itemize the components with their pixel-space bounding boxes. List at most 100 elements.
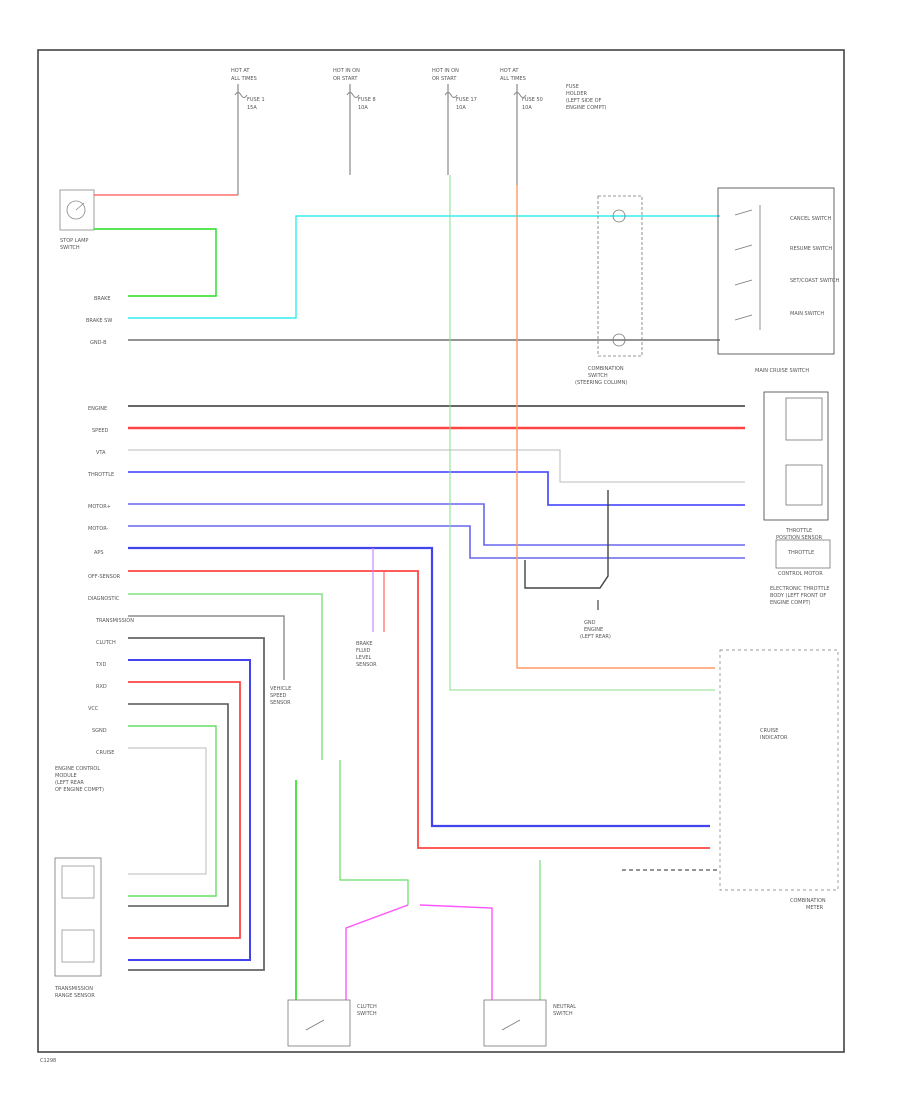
wire-green-junction — [339, 760, 409, 905]
svg-text:ENGINE: ENGINE — [584, 627, 603, 633]
main-cruise-switch: CANCEL SWITCH RESUME SWITCH SET/COAST SW… — [717, 187, 839, 374]
throttle-position-sensor: THROTTLE POSITION SENSOR — [763, 391, 829, 541]
wire-green-sgnd — [128, 725, 217, 897]
wire-blue-motor-minus — [128, 525, 745, 559]
svg-text:GND: GND — [584, 620, 596, 626]
svg-text:GND-B: GND-B — [90, 340, 107, 346]
svg-text:CLUTCH: CLUTCH — [357, 1004, 377, 1010]
svg-text:CONTROL MOTOR: CONTROL MOTOR — [778, 571, 823, 577]
svg-text:(LEFT REAR: (LEFT REAR — [55, 780, 84, 786]
svg-text:HOT IN ON: HOT IN ON — [333, 68, 360, 74]
svg-text:SPEED: SPEED — [92, 428, 109, 434]
svg-text:FUSE 1: FUSE 1 — [247, 97, 265, 103]
diagram-frame — [37, 49, 845, 1053]
svg-text:FLUID: FLUID — [356, 648, 371, 654]
svg-text:CLUTCH: CLUTCH — [96, 640, 116, 646]
svg-text:VCC: VCC — [88, 706, 99, 712]
svg-text:OR START: OR START — [432, 76, 457, 82]
svg-text:BRAKE: BRAKE — [356, 641, 373, 647]
svg-text:SENSOR: SENSOR — [356, 662, 377, 668]
svg-text:BRAKE: BRAKE — [94, 296, 111, 302]
svg-text:BODY (LEFT FRONT OF: BODY (LEFT FRONT OF — [770, 593, 826, 599]
svg-text:RANGE SENSOR: RANGE SENSOR — [55, 993, 95, 999]
svg-text:FUSE: FUSE — [566, 84, 579, 90]
svg-text:FUSE 8: FUSE 8 — [358, 97, 376, 103]
wire-green-diag — [128, 593, 323, 760]
wire-blue-motor-plus — [128, 503, 745, 546]
svg-text:THROTTLE: THROTTLE — [787, 550, 814, 556]
svg-text:SWITCH: SWITCH — [553, 1011, 573, 1017]
wire-gray-vcc — [128, 703, 229, 907]
svg-text:COMBINATION: COMBINATION — [790, 898, 826, 904]
wire-green-brake — [94, 228, 217, 297]
wire-red-offsensor — [128, 570, 710, 849]
svg-text:MODULE: MODULE — [55, 773, 77, 779]
fuse-1: HOT AT ALL TIMES FUSE 1 15A — [231, 68, 265, 195]
svg-text:ALL TIMES: ALL TIMES — [231, 76, 257, 82]
wire-red-rxd — [128, 681, 241, 939]
svg-text:LEVEL: LEVEL — [356, 655, 372, 661]
svg-text:VEHICLE: VEHICLE — [270, 686, 291, 692]
svg-text:BRAKE SW: BRAKE SW — [86, 318, 112, 324]
wire-pink-clutch — [345, 904, 409, 1000]
footer-code: C1298 — [40, 1058, 56, 1064]
wire-gray-clutch — [128, 637, 265, 971]
svg-text:ENGINE COMPT): ENGINE COMPT) — [566, 105, 607, 111]
fuse-17: HOT IN ON OR START FUSE 17 10A — [432, 68, 477, 175]
ecm-upper-pins: BRAKE BRAKE SW GND-B — [86, 296, 112, 346]
ground-label: GND ENGINE (LEFT REAR) — [580, 620, 611, 640]
svg-text:TXD: TXD — [95, 662, 106, 668]
throttle-control-motor: THROTTLE CONTROL MOTOR — [775, 539, 831, 577]
svg-text:15A: 15A — [247, 105, 257, 111]
svg-text:SGND: SGND — [92, 728, 107, 734]
svg-text:10A: 10A — [456, 105, 466, 111]
electronic-throttle-body: ELECTRONIC THROTTLE BODY (LEFT FRONT OF … — [770, 586, 830, 606]
svg-text:(STEERING COLUMN): (STEERING COLUMN) — [575, 380, 627, 386]
svg-text:CRUISE: CRUISE — [96, 750, 114, 756]
svg-text:FUSE 17: FUSE 17 — [456, 97, 477, 103]
svg-text:SWITCH: SWITCH — [60, 245, 80, 251]
fuse-8: HOT IN ON OR START FUSE 8 10A — [333, 68, 376, 175]
svg-text:THROTTLE: THROTTLE — [87, 472, 114, 478]
brake-fluid-sensor: BRAKE FLUID LEVEL SENSOR — [356, 641, 377, 668]
wire-cyan-cruise — [128, 215, 720, 319]
svg-text:MAIN CRUISE SWITCH: MAIN CRUISE SWITCH — [755, 368, 809, 374]
svg-text:(LEFT SIDE OF: (LEFT SIDE OF — [566, 98, 602, 104]
svg-text:10A: 10A — [522, 105, 532, 111]
svg-text:HOT AT: HOT AT — [500, 68, 519, 74]
svg-text:MAIN SWITCH: MAIN SWITCH — [790, 311, 824, 317]
svg-text:ENGINE COMPT): ENGINE COMPT) — [770, 600, 811, 606]
svg-text:DIAGNOSTIC: DIAGNOSTIC — [88, 596, 120, 602]
vehicle-speed-sensor: VEHICLE SPEED SENSOR — [270, 686, 291, 706]
svg-text:HOT AT: HOT AT — [231, 68, 250, 74]
wire-gray-trans — [128, 615, 285, 680]
svg-text:MOTOR+: MOTOR+ — [88, 504, 111, 510]
fuse-50: HOT AT ALL TIMES FUSE 50 10A — [500, 68, 543, 185]
svg-text:VTA: VTA — [96, 450, 106, 456]
svg-text:ENGINE: ENGINE — [88, 406, 107, 412]
svg-text:APS: APS — [94, 550, 104, 556]
svg-text:ELECTRONIC THROTTLE: ELECTRONIC THROTTLE — [770, 586, 830, 592]
wire-light-vta — [128, 449, 745, 483]
wire-pink-neutral — [419, 904, 493, 1000]
svg-text:HOLDER: HOLDER — [566, 91, 587, 97]
wire-green-meter — [449, 175, 715, 691]
svg-text:SENSOR: SENSOR — [270, 700, 291, 706]
svg-text:RESUME SWITCH: RESUME SWITCH — [790, 246, 832, 252]
svg-text:OF ENGINE COMPT): OF ENGINE COMPT) — [55, 787, 104, 793]
svg-text:(LEFT REAR): (LEFT REAR) — [580, 634, 611, 640]
svg-text:OFF-SENSOR: OFF-SENSOR — [88, 574, 121, 580]
svg-text:RXD: RXD — [96, 684, 107, 690]
svg-text:CANCEL SWITCH: CANCEL SWITCH — [790, 216, 832, 222]
svg-text:SPEED: SPEED — [270, 693, 287, 699]
wire-orange-meter — [516, 185, 715, 669]
svg-text:SWITCH: SWITCH — [588, 373, 608, 379]
ecm-label: ENGINE CONTROL MODULE (LEFT REAR OF ENGI… — [55, 766, 104, 793]
stop-lamp-switch: STOP LAMP SWITCH — [59, 189, 95, 251]
transmission-range-sensor: TRANSMISSION RANGE SENSOR — [54, 857, 102, 999]
fuse-holder-note: FUSE HOLDER (LEFT SIDE OF ENGINE COMPT) — [566, 84, 607, 111]
wire-blue-throttle — [128, 471, 745, 506]
svg-text:THROTTLE: THROTTLE — [785, 528, 812, 534]
neutral-switch: NEUTRAL SWITCH — [483, 999, 576, 1047]
